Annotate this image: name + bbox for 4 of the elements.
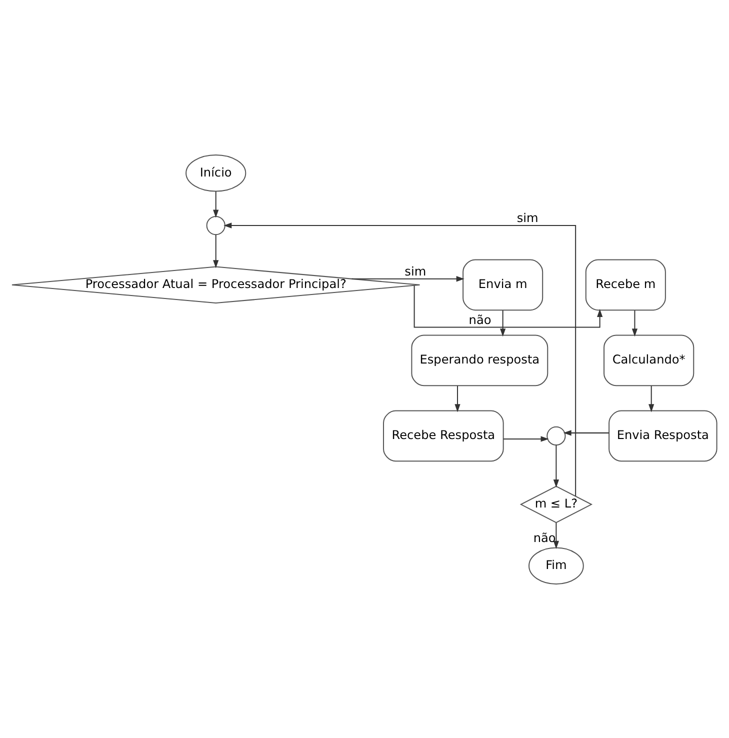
edge-label: sim [516,210,538,225]
edge-label: não [533,530,556,544]
edge-label: sim [404,264,426,278]
edge-label: não [468,312,492,326]
